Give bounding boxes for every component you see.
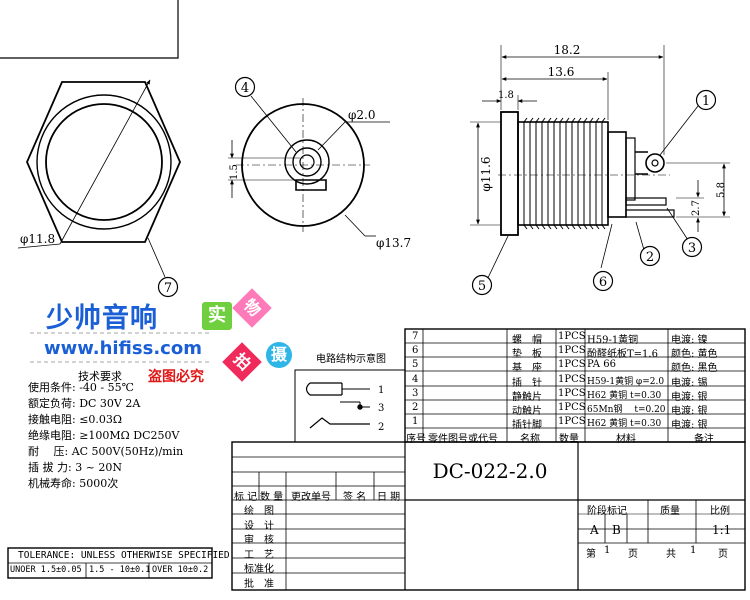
- balloon-3: 3: [681, 236, 703, 258]
- tolerance-title: TOLERANCE: UNLESS OTHERWISE SPECIFIED: [18, 550, 230, 561]
- warning-text: 盗图必究: [148, 369, 204, 385]
- balloon-5: 5: [471, 274, 493, 296]
- spec-line: 机械寿命: 5000次: [28, 477, 119, 490]
- terminal-lower: [625, 197, 667, 206]
- dim-pin-offset: 1.5: [229, 164, 240, 180]
- chip-shi: 实: [202, 302, 232, 330]
- terminal-eye: [645, 153, 665, 173]
- header-box: [0, 0, 179, 59]
- dim-terminal-height: 5.8: [716, 182, 727, 198]
- spec-line: 使用条件: -40 - 55℃: [28, 381, 134, 394]
- circuit-pin-2: 2: [378, 422, 384, 433]
- site-url: www.hifiss.com: [44, 338, 202, 359]
- threaded-body: [517, 121, 609, 226]
- thread-lines: [523, 117, 606, 230]
- balloon-2: 2: [639, 245, 661, 267]
- balloon-6: 6: [592, 270, 614, 292]
- brand-name: 少帅音响: [46, 303, 158, 334]
- part-number: DC-022-2.0: [433, 459, 548, 483]
- svg-text:1: 1: [702, 94, 710, 109]
- specs-title: 技术要求: [78, 370, 122, 383]
- tolerance-grid: [7, 547, 213, 579]
- hex-inner-circle: [45, 103, 163, 221]
- mass-header: 质量: [660, 506, 680, 517]
- spec-line: 接触电阻: ≤0.03Ω: [28, 413, 123, 426]
- tolerance-cell-1: UNOER 1.5±0.05: [10, 565, 82, 575]
- svg-text:4: 4: [241, 81, 249, 96]
- stage-mark-b: B: [612, 523, 621, 537]
- svg-text:6: 6: [599, 275, 607, 290]
- svg-text:3: 3: [688, 241, 696, 256]
- circuit-diagram: [294, 369, 406, 443]
- circuit-pin-3: 3: [378, 403, 384, 414]
- circuit-title: 电路结构示意图: [316, 352, 386, 365]
- stage-header: 阶段标记: [587, 506, 627, 517]
- dim-terminal-spacing: 2.7: [691, 200, 702, 216]
- side-view: [470, 45, 730, 283]
- dim-overall-length: 18.2: [554, 43, 581, 57]
- balloon-4: 4: [234, 76, 256, 98]
- balloon-1: 1: [695, 89, 717, 111]
- dim-hex-inner: φ11.8: [20, 232, 55, 246]
- balloons: 1 2 3 4 5 6 7: [157, 76, 717, 298]
- contact-slot: [295, 179, 327, 191]
- spec-line: 额定负荷: DC 30V 2A: [28, 397, 141, 410]
- svg-text:2: 2: [646, 250, 654, 265]
- dim-body-diameter: φ11.6: [479, 156, 493, 191]
- svg-text:7: 7: [164, 281, 172, 296]
- svg-text:5: 5: [478, 279, 486, 294]
- dim-pin-hole: φ2.0: [348, 108, 376, 122]
- hex-outer-circle: [36, 94, 172, 230]
- hex-outline: [26, 81, 181, 243]
- dim-flange-thickness: 1.8: [498, 90, 514, 101]
- flange: [500, 111, 519, 236]
- balloon-7: 7: [157, 276, 179, 298]
- terminal-bottom: [625, 209, 675, 218]
- spec-line: 插 拔 力: 3 ~ 20N: [28, 461, 123, 474]
- tolerance-cell-2: 1.5 - 10±0.1: [89, 565, 151, 575]
- stage-mark-a: A: [590, 523, 599, 537]
- dim-front-circle: φ13.7: [376, 236, 411, 250]
- hex-nut-view: [17, 79, 181, 278]
- circuit-pin-1: 1: [378, 385, 384, 396]
- tolerance-cell-3: OVER 10±0.2: [152, 565, 209, 575]
- ratio-header: 比例: [710, 506, 730, 517]
- title-block-grid: [231, 441, 746, 591]
- chip-she: 摄: [266, 342, 292, 368]
- spec-line: 耐 压: AC 500V(50Hz)/min: [28, 445, 184, 458]
- base-block: [607, 131, 627, 218]
- spec-line: 绝缘电阻: ≥100MΩ DC250V: [28, 429, 180, 442]
- front-view: [228, 95, 390, 237]
- scale-value: 1:1: [712, 523, 732, 537]
- dim-body-length: 13.6: [548, 65, 575, 79]
